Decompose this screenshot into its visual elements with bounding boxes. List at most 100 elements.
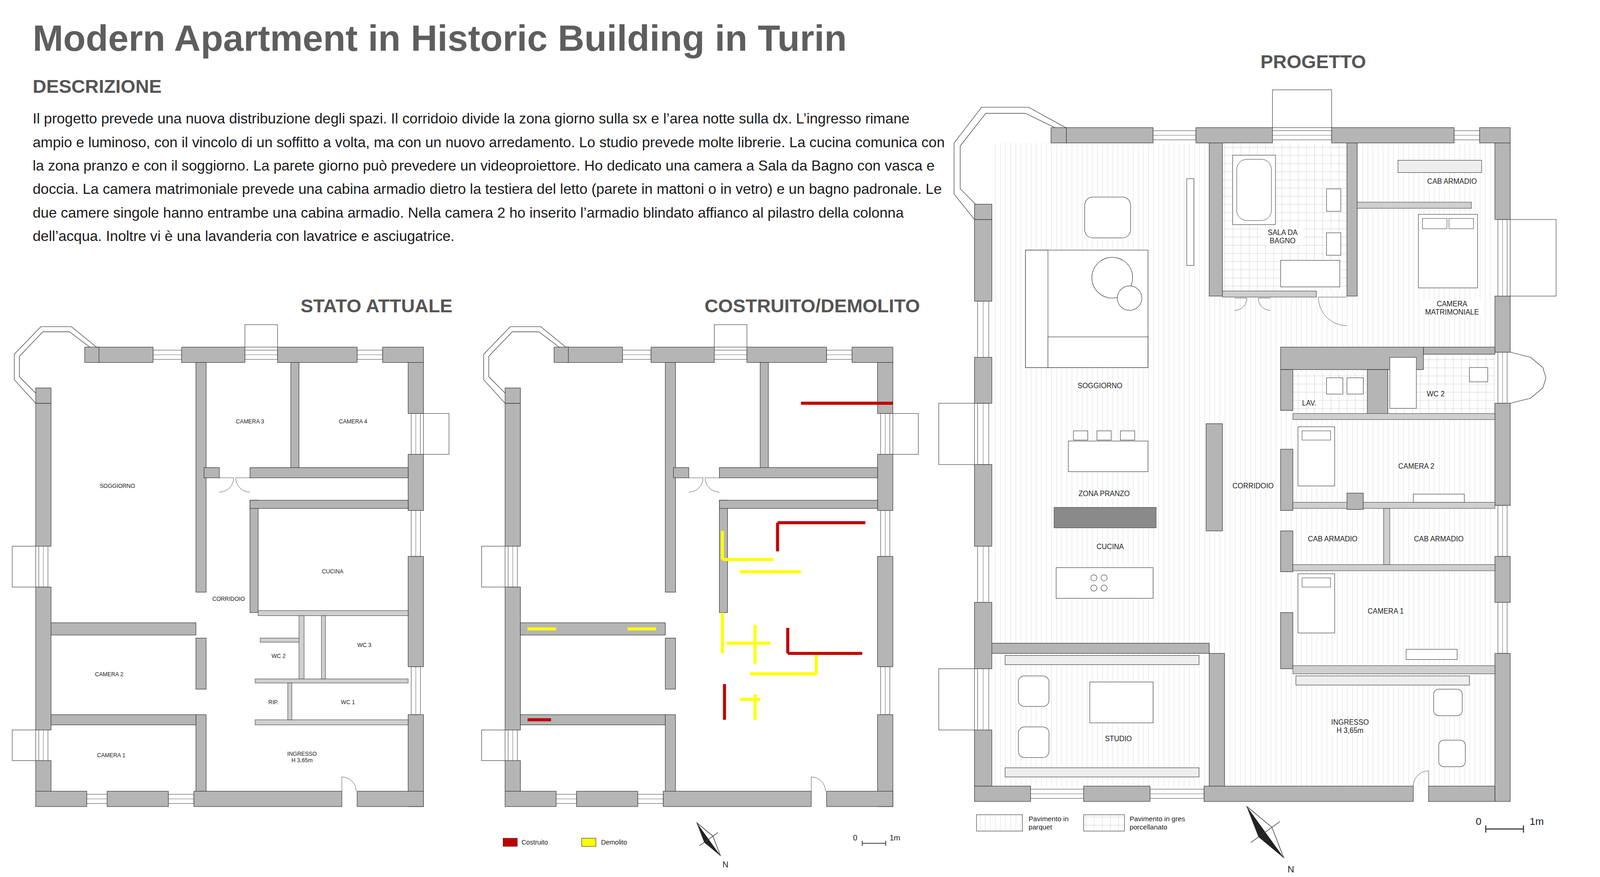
desk: [1406, 649, 1458, 660]
window-pane: [1498, 602, 1508, 654]
partition-wall: [298, 615, 304, 679]
window-pane: [168, 794, 194, 804]
window-pane: [411, 510, 421, 556]
built-wall: [777, 521, 866, 525]
outer-wall: [826, 790, 893, 806]
room-name: CAMERA 1: [1365, 607, 1406, 616]
pillow: [1449, 218, 1474, 229]
washbasin: [1326, 232, 1341, 256]
partition-wall: [1292, 665, 1495, 674]
room-name: CAMERA 1: [95, 752, 128, 759]
partition-wall: [255, 719, 409, 725]
window-pane: [86, 794, 108, 804]
partition-wall: [1292, 502, 1347, 509]
washing-machine: [1346, 377, 1364, 395]
room-name: CUCINA: [320, 568, 346, 575]
scale-number: 1m: [889, 833, 901, 843]
kitchen-island: [1056, 567, 1153, 598]
window-pane: [1272, 130, 1332, 140]
window-glass: [357, 354, 383, 355]
shower-tray: [1389, 357, 1417, 409]
built-wall: [786, 627, 790, 654]
room-name: WC 2: [270, 652, 288, 660]
door-swing: [1234, 298, 1248, 311]
outer-wall: [1494, 556, 1510, 603]
outer-wall: [877, 454, 893, 511]
desk: [1413, 494, 1465, 503]
bay-window: [483, 326, 569, 404]
outer-wall: [505, 586, 521, 731]
armchair: [1438, 740, 1466, 767]
bed: [1297, 426, 1335, 486]
door-swing: [219, 477, 234, 492]
window-glass: [42, 546, 44, 587]
partition-wall: [255, 678, 409, 683]
bed: [1418, 214, 1478, 288]
outer-wall: [974, 204, 992, 220]
outer-wall: [408, 454, 424, 511]
window-pane: [637, 794, 664, 804]
outer-wall: [35, 387, 51, 403]
window-box: [245, 324, 278, 347]
window-glass: [982, 546, 984, 603]
window-pane: [977, 546, 989, 603]
outer-wall: [277, 346, 358, 363]
description-text: Il progetto prevede una nuova distribuzi…: [32, 106, 946, 248]
outer-wall: [84, 346, 99, 363]
outer-wall: [1195, 127, 1273, 143]
window-glass: [826, 354, 853, 355]
window-glass: [556, 798, 577, 800]
window-glass: [1502, 352, 1503, 404]
scale-bar: [1485, 825, 1487, 833]
room-name: LAV.: [1300, 399, 1318, 408]
plan-heading: PROGETTO: [1260, 51, 1366, 73]
bay-window: [954, 106, 1070, 220]
room-name: ZONA PRANZO: [1077, 489, 1132, 498]
room-name: CAB ARMADIO: [1412, 534, 1466, 544]
window-pane: [880, 666, 890, 715]
partition-wall: [1292, 564, 1495, 571]
outer-wall: [1428, 785, 1495, 801]
outer-wall: [505, 790, 557, 806]
sofa: [1025, 250, 1048, 368]
window-pane: [411, 413, 421, 454]
outer-wall: [505, 403, 521, 547]
room-name: WC 2: [1425, 389, 1447, 399]
plan-project: [938, 89, 1557, 801]
window-glass: [42, 729, 44, 761]
room-name: CAMERA MATRIMONIALE: [1419, 299, 1485, 317]
pillow: [1301, 430, 1331, 440]
outer-wall: [974, 785, 1031, 801]
partition-wall: [1383, 508, 1390, 565]
kitchen-partition: [1054, 507, 1157, 528]
bearing-wall: [1423, 346, 1495, 355]
scale-bar: [885, 840, 887, 846]
bearing-wall: [1346, 492, 1364, 510]
hob-burner: [1090, 584, 1097, 591]
bed: [1297, 573, 1335, 634]
sofa: [1047, 336, 1148, 368]
window-pane: [38, 729, 48, 761]
outer-wall: [877, 556, 893, 667]
room-name: CAB ARMADIO: [1425, 177, 1479, 186]
window-pane: [38, 546, 48, 587]
room-name: CAMERA 2: [1396, 462, 1436, 471]
outer-wall: [1083, 785, 1151, 801]
plan-built-demolished: [481, 324, 919, 807]
bearing-wall: [673, 467, 689, 478]
scale-number: 0: [853, 833, 858, 843]
armchair: [1084, 197, 1131, 238]
bearing-wall: [51, 622, 197, 635]
window-box: [938, 403, 975, 465]
window-glass: [637, 798, 664, 800]
demolished-wall: [720, 530, 725, 560]
bearing-wall: [760, 362, 769, 470]
demolished-wall: [814, 653, 818, 674]
hob-burner: [1100, 574, 1107, 581]
bearing-wall: [1280, 369, 1293, 411]
bearing-wall: [1280, 448, 1293, 511]
plan-heading: COSTRUITO/DEMOLITO: [704, 295, 920, 317]
built-wall: [787, 651, 863, 656]
window-pane: [622, 350, 652, 360]
